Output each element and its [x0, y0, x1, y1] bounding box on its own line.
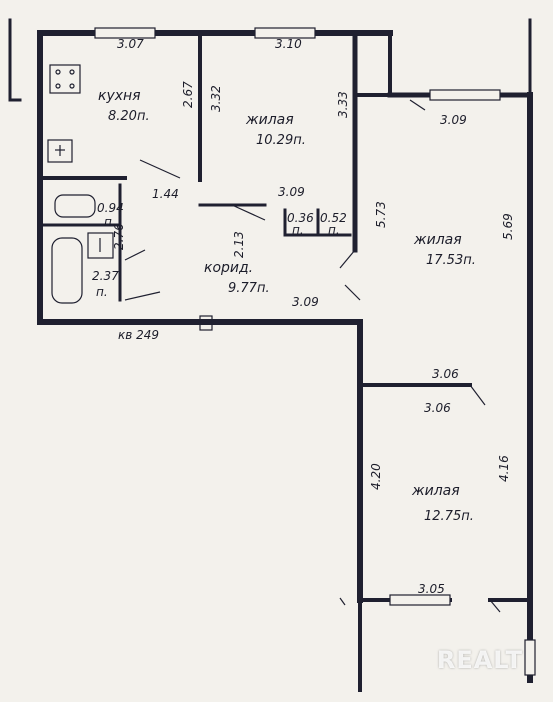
toilet-area: 0.94: [97, 201, 124, 215]
washbasin-icon: [87, 232, 114, 259]
living3-area: 12.75п.: [424, 509, 474, 524]
living2-right-dim: 5.69: [501, 213, 515, 240]
stove-icon: [49, 64, 81, 94]
living3-left-dim: 4.20: [369, 463, 383, 490]
kitchen-area: 8.20п.: [108, 109, 150, 124]
living2-area: 17.53п.: [426, 253, 476, 268]
bathroom-area: 2.37: [92, 269, 119, 283]
fixtures: [47, 64, 213, 331]
corridor-width-dim: 2.13: [232, 231, 246, 258]
kitchen-width-dim: 3.07: [117, 37, 144, 51]
living1-left-dim: 3.32: [209, 85, 223, 112]
living2-left-dim: 5.73: [374, 201, 388, 228]
doors: [124, 99, 501, 613]
living1-bottom-dim: 3.09: [278, 185, 305, 199]
balcony-width-dim: 3.05: [418, 582, 445, 596]
closet2-area: 0.52: [320, 211, 347, 225]
living3-top-dim: 3.06: [432, 367, 459, 381]
kitchen-depth-dim: 2.67: [181, 81, 195, 108]
living1-area: 10.29п.: [256, 133, 306, 148]
living3-name: жилая: [411, 483, 460, 499]
watermark-logo: REALT: [436, 646, 523, 674]
living2-name: жилая: [413, 232, 462, 248]
sink-icon: [47, 139, 73, 163]
closet1-unit: п.: [292, 223, 304, 237]
living1-name: жилая: [245, 112, 294, 128]
closet2-unit: п.: [328, 223, 340, 237]
living1-width-dim: 3.10: [275, 37, 302, 51]
kitchen-door-dim: 1.44: [152, 187, 179, 201]
corridor-area: 9.77п.: [228, 281, 270, 296]
corridor-name: корид.: [204, 260, 253, 276]
kitchen-name: кухня: [98, 88, 141, 104]
living2-width-dim: 3.09: [440, 113, 467, 127]
bathroom-depth-dim: 2.76: [112, 223, 126, 250]
corridor-length-dim: 3.09: [292, 295, 319, 309]
bathtub-icon: [51, 237, 83, 304]
bathroom-unit: п.: [96, 285, 108, 299]
closet1-area: 0.36: [287, 211, 314, 225]
living3-right-dim: 4.16: [497, 455, 511, 482]
apartment-label: кв 249: [118, 328, 159, 342]
toilet-unit: п.: [104, 215, 116, 229]
toilet-icon: [54, 194, 96, 218]
living3-width-dim: 3.06: [424, 401, 451, 415]
labels: 3.07 кухня 8.20п. 2.67 1.44 3.10 3.32 3.…: [92, 37, 515, 596]
outer-walls: [8, 18, 533, 692]
living1-right-dim: 3.33: [336, 91, 350, 118]
windows: [94, 27, 536, 676]
